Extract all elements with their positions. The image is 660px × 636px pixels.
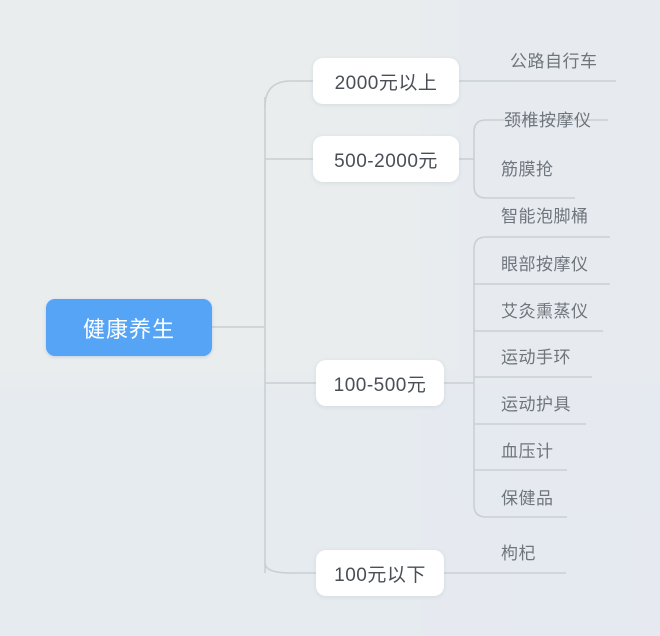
leaf-node-eye-massager[interactable]: 眼部按摩仪 (501, 255, 589, 274)
leaf-node-neck-massager[interactable]: 颈椎按摩仪 (504, 111, 592, 130)
leaf-node-foot-spa[interactable]: 智能泡脚桶 (501, 207, 589, 226)
branch-node-label: 2000元以上 (334, 72, 438, 94)
branch-node-500-2000[interactable]: 500-2000元 (313, 136, 459, 182)
leaf-node-sports-brace[interactable]: 运动护具 (501, 395, 571, 414)
branch-node-label: 100-500元 (333, 374, 427, 396)
leaf-node-road-bike[interactable]: 公路自行车 (510, 52, 598, 71)
leaf-node-goji-berry[interactable]: 枸杞 (501, 544, 536, 563)
branch-node-label: 500-2000元 (334, 150, 438, 172)
branch-node-100-500[interactable]: 100-500元 (316, 360, 444, 406)
link-trunk-to-branch-4 (264, 562, 316, 574)
leaf-node-health-supplement[interactable]: 保健品 (501, 489, 554, 508)
leaf-node-moxibustion[interactable]: 艾灸熏蒸仪 (501, 302, 589, 321)
leaf-node-fascia-gun[interactable]: 筋膜抢 (501, 160, 554, 179)
leaf-node-blood-pressure-monitor[interactable]: 血压计 (501, 442, 554, 461)
root-node-label: 健康养生 (82, 316, 175, 342)
leaf-node-fitness-band[interactable]: 运动手环 (501, 348, 571, 367)
root-node[interactable]: 健康养生 (46, 299, 212, 356)
branch-node-100-below[interactable]: 100元以下 (316, 550, 444, 596)
link-trunk-to-branch-1 (264, 80, 313, 108)
branch-node-2000-above[interactable]: 2000元以上 (313, 58, 459, 104)
branch-node-label: 100元以下 (334, 564, 426, 586)
subtrunk-branch-2 (473, 119, 487, 199)
